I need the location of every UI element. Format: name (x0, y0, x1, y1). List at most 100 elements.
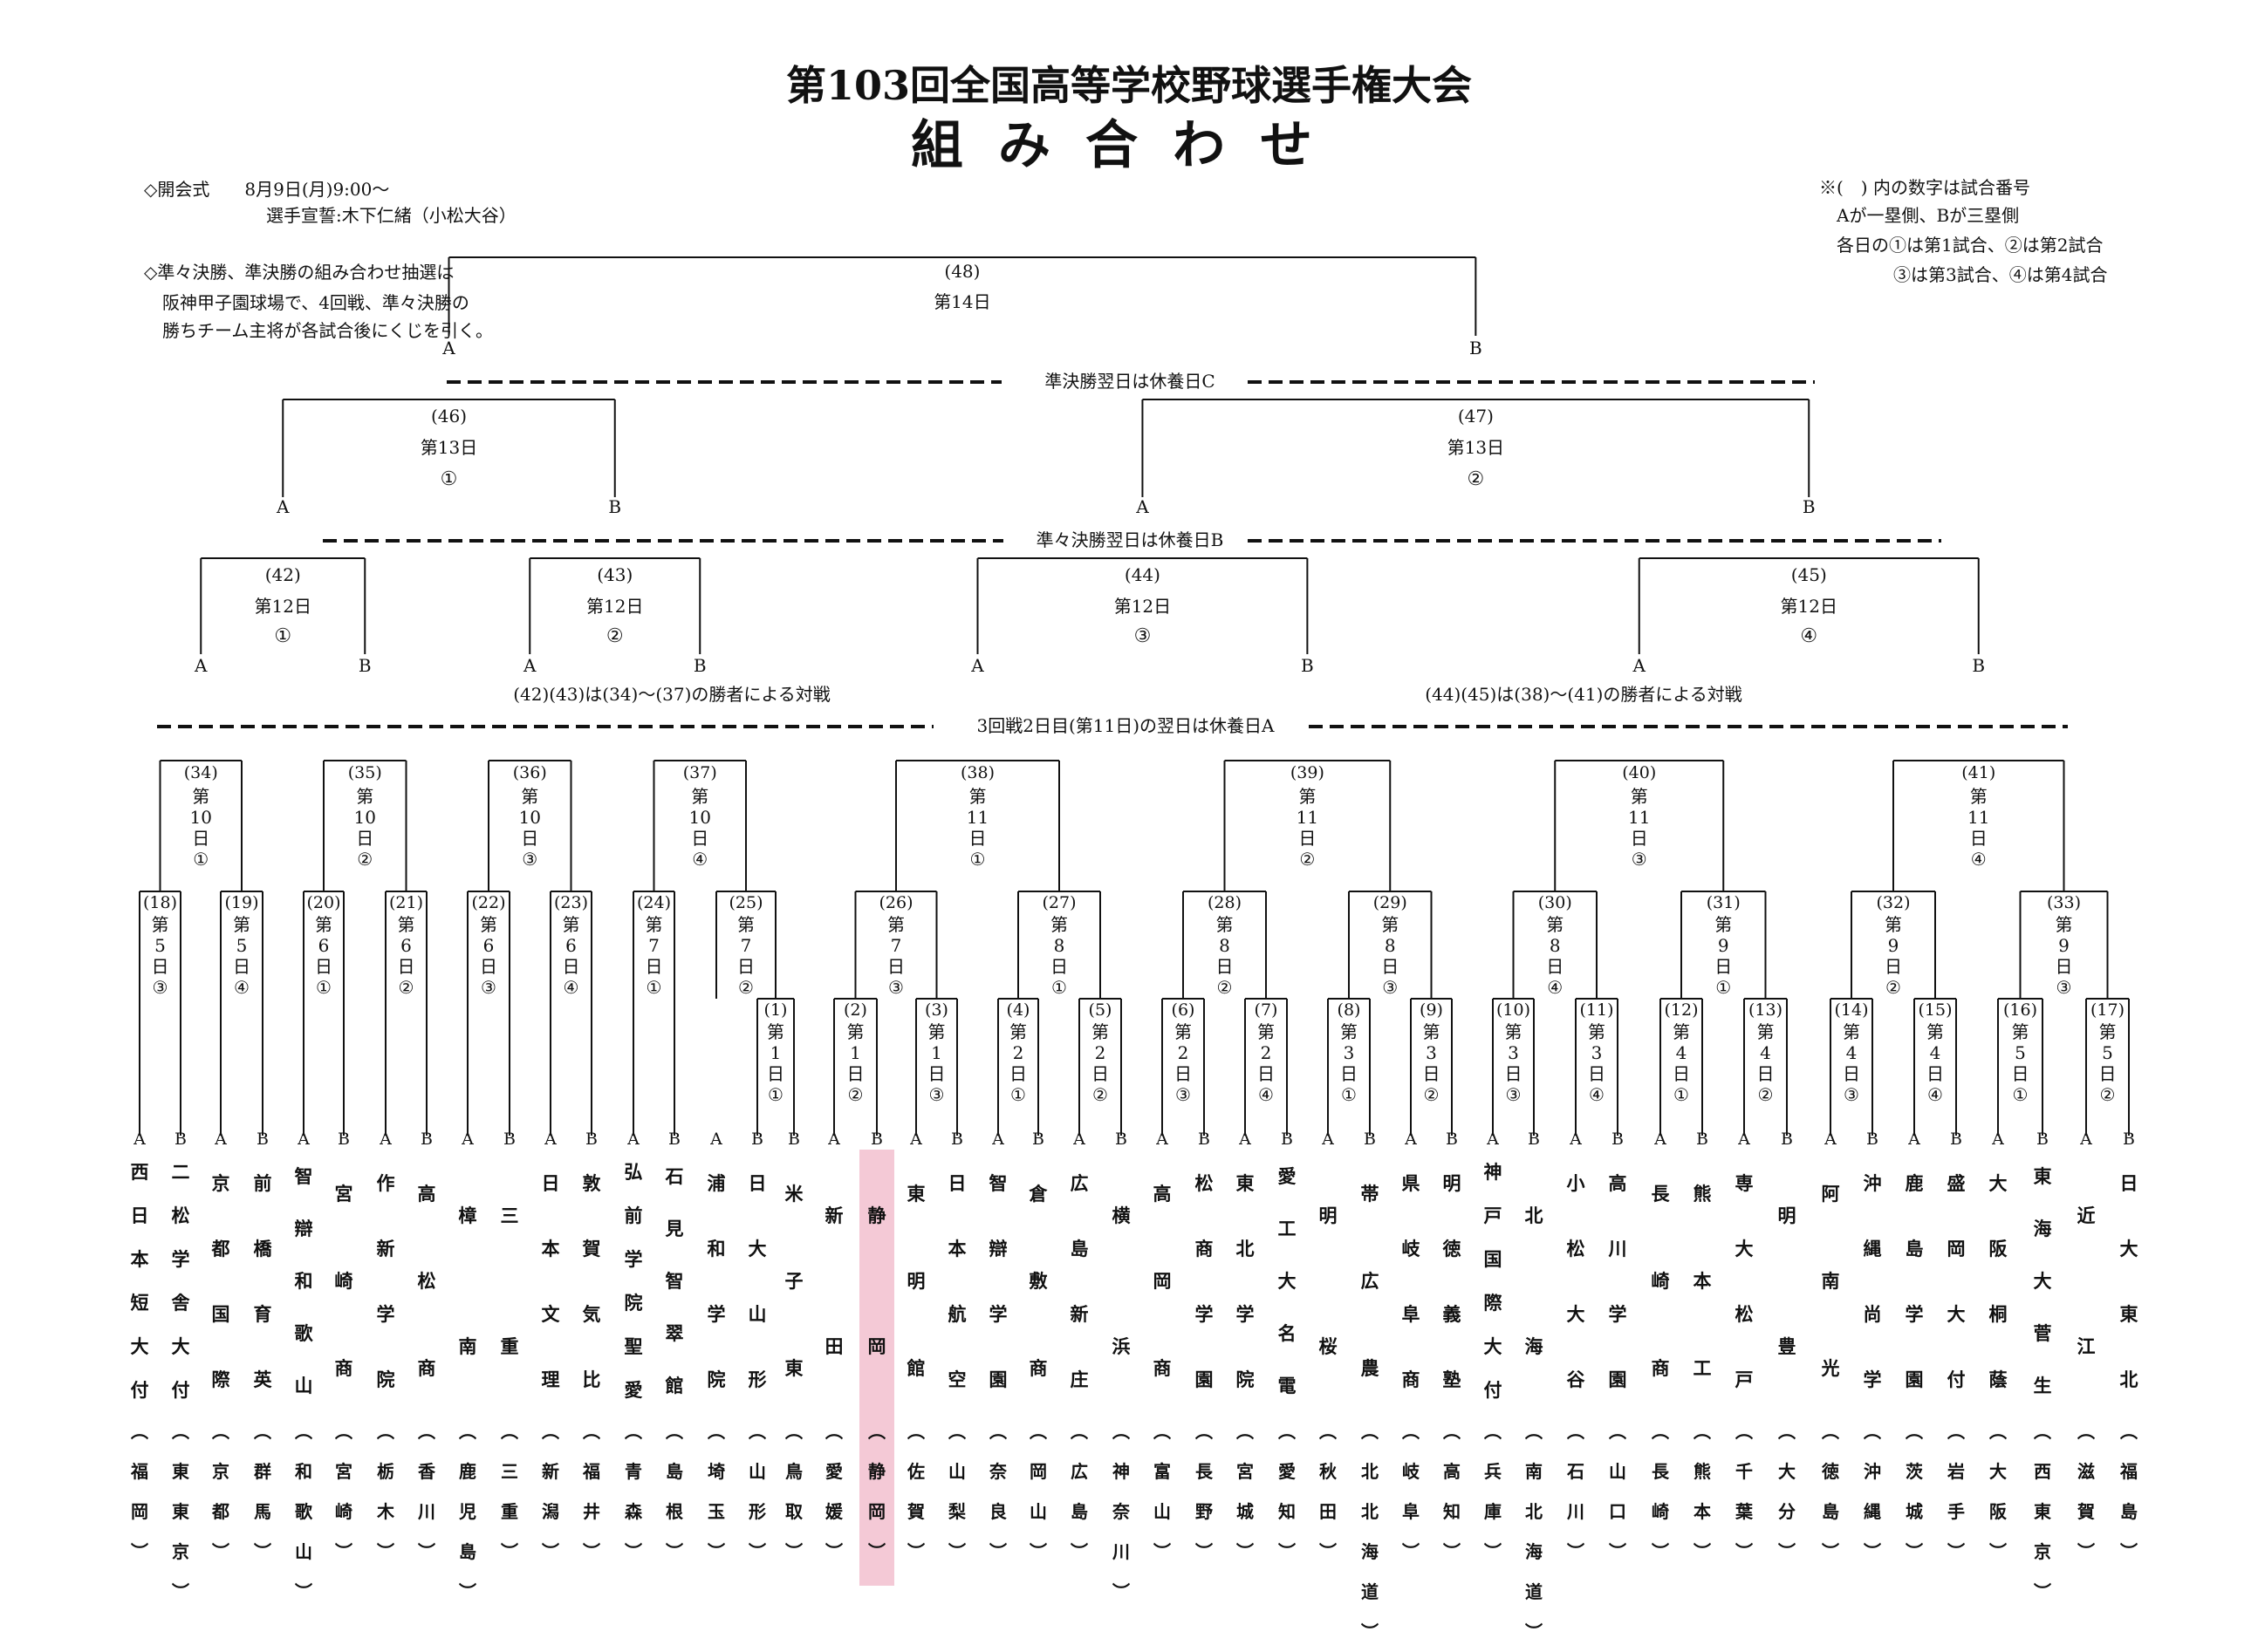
r32-day-13-0: 第 (1546, 914, 1563, 935)
r64-day-11-0: 第 (1588, 1021, 1605, 1042)
r32-day-6-0: 第 (563, 914, 580, 935)
qf-side-a-2: A (523, 655, 537, 676)
sf-side-b-1: B (608, 496, 621, 517)
team-prefecture: ︵栃木︶ (377, 1421, 394, 1562)
team-name: 沖縄尚学 (1863, 1171, 1882, 1390)
team-prefecture: ︵山梨︶ (948, 1421, 966, 1562)
r32-day-10-3: ① (1051, 977, 1067, 998)
r64-day-9-3: ② (1424, 1084, 1440, 1105)
r64-day-14-2: 日 (1843, 1063, 1860, 1084)
side-label-11: A (544, 1130, 557, 1149)
r16-day-2-2: 日 (356, 828, 373, 849)
r64-num-10: (10) (1496, 1000, 1530, 1020)
r64-day-7-0: 第 (1257, 1021, 1275, 1042)
tournament-title: 第103回全国高等学校野球選手権大会 (785, 62, 1473, 109)
r32-day-15-3: ② (1885, 977, 1901, 998)
r64-day-12-0: 第 (1673, 1021, 1690, 1042)
side-label-12: B (585, 1130, 598, 1149)
team-26: 高岡商︵富山︶ (1145, 1150, 1180, 1572)
r32-num-3: (20) (306, 893, 340, 912)
team-40: 専大松戸︵千葉︶ (1727, 1150, 1762, 1572)
r32-day-2-3: ④ (234, 977, 250, 998)
r32-day-6-2: 日 (563, 956, 580, 977)
r32-day-13-2: 日 (1546, 956, 1563, 977)
final-side-b: B (1469, 338, 1482, 358)
r64-day-12-3: ① (1673, 1084, 1689, 1105)
side-label-3: A (214, 1130, 227, 1149)
team-44: 鹿島学園︵茨城︶ (1897, 1150, 1932, 1572)
team-36: 小松大谷︵石川︶ (1558, 1150, 1593, 1572)
r16-day-1-1: 10 (190, 807, 212, 828)
team-prefecture: ︵高知︶ (1443, 1421, 1461, 1562)
team-name: 横浜 (1112, 1205, 1131, 1357)
r16-day-1-2: 日 (192, 828, 209, 849)
qf-slot-1: ① (274, 625, 291, 647)
team-name: 三重 (500, 1205, 519, 1357)
r64-day-3-3: ③ (929, 1084, 945, 1105)
r32-day-2-1: 5 (236, 935, 248, 956)
r3-rest-label: 3回戦2日目(第11日)の翌日は休養日A (977, 715, 1276, 736)
r64-num-13: (13) (1748, 1000, 1782, 1020)
r64-day-9-1: 3 (1426, 1042, 1437, 1063)
team-name: 樟南 (458, 1205, 477, 1357)
r32-day-10-2: 日 (1050, 956, 1068, 977)
team-name: 二松学舎大付 (171, 1161, 190, 1401)
r32-day-2-2: 日 (233, 956, 250, 977)
r64-day-6-0: 第 (1174, 1021, 1192, 1042)
r16-day-5-0: 第 (969, 786, 987, 807)
r32-day-16-3: ③ (2056, 977, 2072, 998)
qf-day-3: 第12日 (1114, 596, 1171, 617)
r16-day-4-0: 第 (691, 786, 708, 807)
r16-num-4: (37) (683, 763, 717, 782)
qf-num-4: (45) (1791, 564, 1827, 585)
team-20: 東明館︵佐賀︶ (899, 1150, 934, 1572)
r32-day-7-3: ① (647, 977, 662, 998)
team-25: 横浜︵神奈川︶ (1104, 1150, 1139, 1612)
team-prefecture: ︵島根︶ (666, 1421, 683, 1562)
team-name: 西日本短大付 (130, 1161, 149, 1401)
r32-day-16-0: 第 (2056, 914, 2073, 935)
r16-day-2-0: 第 (356, 786, 373, 807)
team-prefecture: ︵三重︶ (501, 1421, 518, 1562)
team-name: 盛岡大付 (1947, 1171, 1966, 1390)
team-34: 神戸国際大付︵兵庫︶ (1475, 1150, 1510, 1572)
team-name: 明徳義塾 (1442, 1171, 1461, 1390)
side-label-40: A (1737, 1130, 1750, 1149)
r64-day-5-0: 第 (1091, 1021, 1109, 1042)
side-label-36: A (1569, 1130, 1582, 1149)
team-name: 高岡商 (1153, 1183, 1172, 1379)
r64-num-17: (17) (2090, 1000, 2125, 1020)
r64-day-17-2: 日 (2099, 1063, 2117, 1084)
qf-slot-4: ④ (1800, 625, 1817, 647)
side-label-26: A (1155, 1130, 1168, 1149)
r16-day-7-1: 11 (1628, 807, 1650, 828)
team-17: 米子東︵鳥取︶ (777, 1150, 811, 1572)
side-label-1: A (133, 1130, 146, 1149)
r32-num-14: (31) (1707, 893, 1741, 912)
team-name: 前橋育英 (253, 1171, 272, 1390)
qf-num-1: (42) (265, 564, 301, 585)
team-39: 熊本工︵熊本︶ (1685, 1150, 1720, 1572)
side-label-6: B (338, 1130, 350, 1149)
team-prefecture: ︵西東京︶ (2034, 1421, 2051, 1602)
team-name: 広島新庄 (1070, 1171, 1089, 1390)
qf-side-b-4: B (1972, 655, 1985, 676)
r32-num-7: (24) (637, 893, 671, 912)
r64-day-1-3: ① (768, 1084, 783, 1105)
r64-day-2-3: ② (848, 1084, 864, 1105)
r16-num-6: (39) (1290, 763, 1324, 782)
r32-day-3-2: 日 (315, 956, 332, 977)
sf-slot-2: ② (1467, 468, 1484, 490)
qf-num-3: (44) (1125, 564, 1160, 585)
team-name: 高松商 (417, 1183, 436, 1379)
r64-num-14: (14) (1834, 1000, 1868, 1020)
side-label-10: B (503, 1130, 516, 1149)
team-name: 京都国際 (211, 1171, 230, 1390)
r32-day-5-1: 6 (483, 935, 495, 956)
team-name: 近江 (2077, 1205, 2096, 1357)
r64-num-6: (6) (1172, 1000, 1195, 1020)
r64-day-3-1: 1 (931, 1042, 942, 1063)
r64-day-9-2: 日 (1423, 1063, 1440, 1084)
team-49: 日大東北︵福島︶ (2111, 1150, 2146, 1572)
